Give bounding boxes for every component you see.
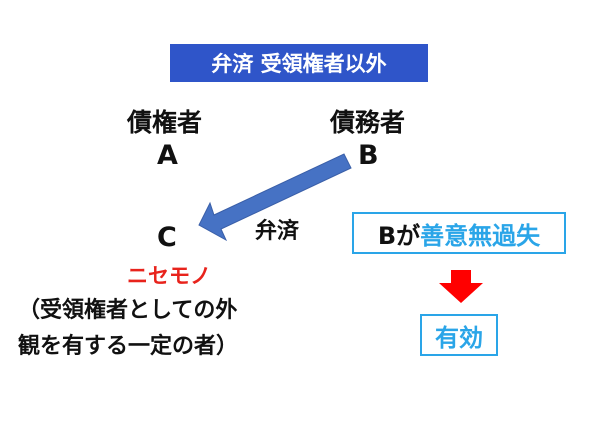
impostor-label: ニセモノ <box>127 264 211 288</box>
debtor-label: 債務者 <box>330 108 406 137</box>
payment-label: 弁済 <box>255 219 300 244</box>
condition-highlight: 善意無過失 <box>420 221 541 250</box>
payment-arrow <box>198 153 352 242</box>
condition-prefix: Bが <box>377 221 421 250</box>
down-arrow-icon <box>439 270 483 303</box>
result-box: 有効 <box>420 314 498 356</box>
third-party-letter: C <box>157 222 177 253</box>
creditor-letter: A <box>157 140 178 171</box>
good-faith-condition-box: Bが善意無過失 <box>352 212 566 254</box>
title-banner: 弁済 受領権者以外 <box>170 44 428 82</box>
description-line-1: （受領権者としての外 <box>18 298 238 323</box>
description-line-2: 観を有する一定の者） <box>18 334 239 359</box>
creditor-label: 債権者 <box>127 108 203 137</box>
debtor-letter: B <box>358 140 379 171</box>
